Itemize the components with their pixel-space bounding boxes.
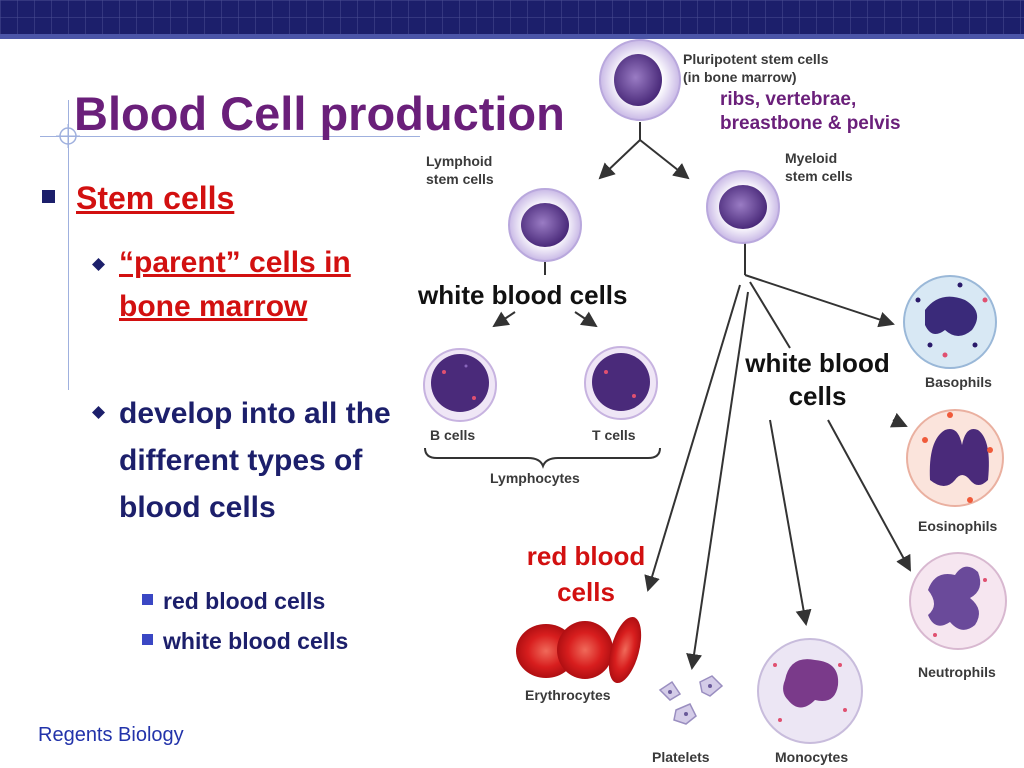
basophils-label: Basophils — [925, 374, 992, 390]
header-accent-line — [0, 34, 1024, 39]
lymphocytes-bracket — [424, 447, 661, 469]
blood-cell-lineage-diagram: Pluripotent stem cells (in bone marrow) … — [423, 39, 1007, 765]
header-grid-pattern — [0, 0, 1024, 34]
lymphoid-label-line1: Lymphoid — [426, 153, 492, 169]
eosinophils-label: Eosinophils — [918, 518, 998, 534]
white-blood-cells-annotation-myeloid: white blood cells — [745, 348, 890, 411]
myeloid-stem-cell — [706, 170, 780, 244]
platelets-label: Platelets — [652, 749, 710, 765]
vertical-rule — [68, 100, 69, 390]
b-cell — [423, 348, 497, 422]
lymphocytes-label: Lymphocytes — [490, 470, 580, 486]
myeloid-label-line2: stem cells — [785, 168, 853, 184]
title-underline-rule — [40, 136, 420, 137]
lineage-arrows — [492, 122, 911, 670]
crosshair-icon — [56, 124, 80, 148]
eosinophil-cell — [906, 409, 1004, 507]
bullet-stem-cells: Stem cells — [76, 180, 235, 216]
erythrocytes-label: Erythrocytes — [525, 687, 611, 703]
footer-text: Regents Biology — [38, 724, 184, 746]
monocyte-cell — [757, 638, 863, 744]
white-blood-cells-annotation-lymphoid: white blood cells — [418, 280, 628, 310]
t-cells-label: T cells — [592, 427, 636, 443]
bullet-develop: develop into all the different types of … — [119, 397, 391, 524]
square-bullet-icon — [42, 190, 55, 203]
bullet-parent-cells: “parent” cells in bone marrow — [119, 246, 351, 323]
pluripotent-stem-cell — [599, 39, 681, 121]
lymphoid-label-line2: stem cells — [426, 171, 494, 187]
erythrocytes — [516, 616, 642, 684]
red-blood-cells-annotation: red blood cells — [526, 541, 646, 607]
neutrophils-label: Neutrophils — [918, 664, 996, 680]
b-cells-label: B cells — [430, 427, 475, 443]
bone-location-line2: breastbone & pelvis — [720, 113, 901, 134]
lymphoid-stem-cell — [508, 188, 582, 262]
monocytes-label: Monocytes — [775, 749, 848, 765]
slide-title: Blood Cell production — [74, 87, 565, 140]
bullet-red-blood-cells: red blood cells — [163, 588, 326, 614]
pluripotent-label-line2: (in bone marrow) — [683, 69, 797, 85]
myeloid-label-line1: Myeloid — [785, 150, 837, 166]
t-cell — [584, 346, 658, 420]
diamond-bullet-icon — [92, 406, 105, 419]
basophil-cell — [903, 275, 997, 369]
square-bullet-icon — [142, 634, 153, 645]
bone-location-note: ribs, vertebrae, breastbone & pelvis — [720, 88, 901, 136]
pluripotent-label-line1: Pluripotent stem cells — [683, 51, 829, 67]
platelets — [658, 675, 724, 725]
bone-location-line1: ribs, vertebrae, — [720, 89, 857, 110]
bullet-white-blood-cells: white blood cells — [163, 628, 349, 654]
square-bullet-icon — [142, 594, 153, 605]
neutrophil-cell — [909, 552, 1007, 650]
diamond-bullet-icon — [92, 258, 105, 271]
